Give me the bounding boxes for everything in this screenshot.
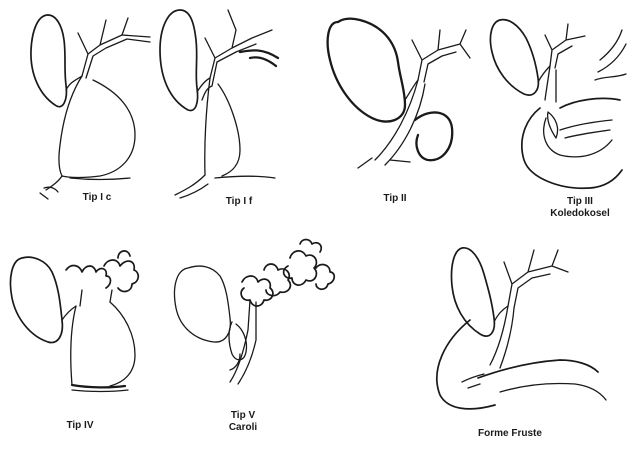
label-caroli: Caroli [218, 422, 268, 434]
label-koledokosel: Koledokosel [540, 208, 620, 220]
label-tip-4: Tip IV [55, 420, 105, 432]
panel-tip-3-drawing [490, 20, 626, 189]
label-forme-fruste: Forme Fruste [460, 428, 560, 440]
label-tip-1f: Tip I f [214, 196, 264, 208]
label-tip-2: Tip II [370, 193, 420, 205]
panel-tip-1c-drawing [31, 15, 150, 199]
panel-tip-5-drawing [175, 240, 335, 385]
label-tip-5: Tip V [218, 410, 268, 422]
label-tip-1c: Tip I c [72, 192, 122, 204]
panel-tip-1f-drawing [160, 10, 278, 198]
panel-forme-fruste-drawing [437, 248, 606, 409]
panel-tip-4-drawing [10, 251, 138, 392]
label-tip-3: Tip III [550, 196, 610, 208]
panel-tip-2-drawing [328, 19, 470, 168]
